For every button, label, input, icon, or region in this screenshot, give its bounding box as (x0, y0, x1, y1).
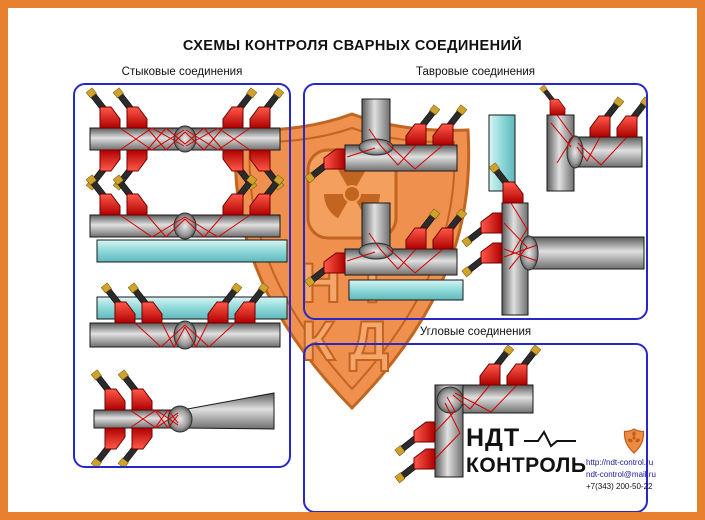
website-link: http://ndt-control.ru (586, 458, 654, 467)
ultrasound-beam-paths (434, 384, 518, 460)
mini-shield-icon (623, 428, 645, 454)
web-plate (361, 202, 391, 250)
butt-diagram-3 (89, 282, 288, 350)
butt-joints-label: Стыковые соединения (121, 66, 243, 78)
ultrasound-beam-paths (550, 114, 628, 166)
weld-seam (167, 405, 193, 433)
corner-diagram-1 (394, 345, 542, 484)
ultrasonic-probe-icon (461, 212, 503, 248)
corner-joints-label: Угловые соединения (419, 326, 532, 338)
ultrasonic-probe-icon (461, 242, 503, 278)
tee-diagram-4 (461, 162, 645, 316)
corner-joints-panel (303, 343, 648, 512)
ultrasonic-probe-icon (305, 252, 346, 288)
ultrasound-beam-paths (503, 202, 538, 270)
steel-wedge-plate (181, 392, 275, 430)
ultrasonic-probe-icon (90, 427, 126, 466)
butt-diagram-4 (90, 369, 275, 466)
butt-joints-panel (73, 83, 291, 468)
tee-diagram-1 (305, 98, 468, 184)
ultrasonic-probe-icon (305, 148, 346, 184)
tee-joint-diagrams (305, 85, 646, 316)
ultrasound-beam-paths (119, 214, 251, 238)
contacts-block: http://ndt-control.ru ndt-control@mail.r… (586, 428, 682, 493)
flange-plate (573, 136, 643, 168)
ultrasound-beam-paths (134, 322, 236, 349)
ultrasound-beam-paths (346, 232, 444, 274)
butt-diagram-1 (85, 87, 285, 191)
ultrasonic-probe-icon (539, 85, 566, 116)
backing-strip (348, 279, 464, 301)
butt-diagram-2 (85, 174, 288, 263)
ultrasound-beam-paths (119, 127, 251, 151)
ultrasound-beam-paths (346, 128, 444, 170)
brand-logo: НДТ КОНТРОЛЬ (466, 424, 587, 477)
tee-joints-panel (303, 83, 648, 320)
brand-name-top: НДТ (466, 424, 521, 452)
page-title: СХЕМЫ КОНТРОЛЯ СВАРНЫХ СОЕДИНЕНИЙ (182, 38, 523, 54)
weld-seam (358, 242, 394, 260)
pulse-icon (524, 429, 577, 448)
email-link: ndt-control@mail.ru (586, 470, 656, 479)
tee-diagram-3 (305, 202, 468, 301)
weld-seam (358, 138, 394, 156)
butt-joint-diagrams (85, 87, 288, 466)
flange-plate (527, 236, 645, 270)
weld-seam (173, 212, 197, 240)
steel-plate (93, 409, 179, 429)
brand-name-bottom: КОНТРОЛЬ (466, 454, 587, 477)
phone-number: +7(343) 200-50-22 (586, 482, 653, 491)
web-plate (361, 98, 391, 146)
backing-strip (96, 239, 288, 263)
tee-diagram-2 (488, 85, 646, 192)
ultrasound-beam-paths (129, 409, 179, 429)
corner-joint-diagram (394, 345, 542, 484)
tee-joints-label: Тавровые соединения (415, 66, 536, 78)
